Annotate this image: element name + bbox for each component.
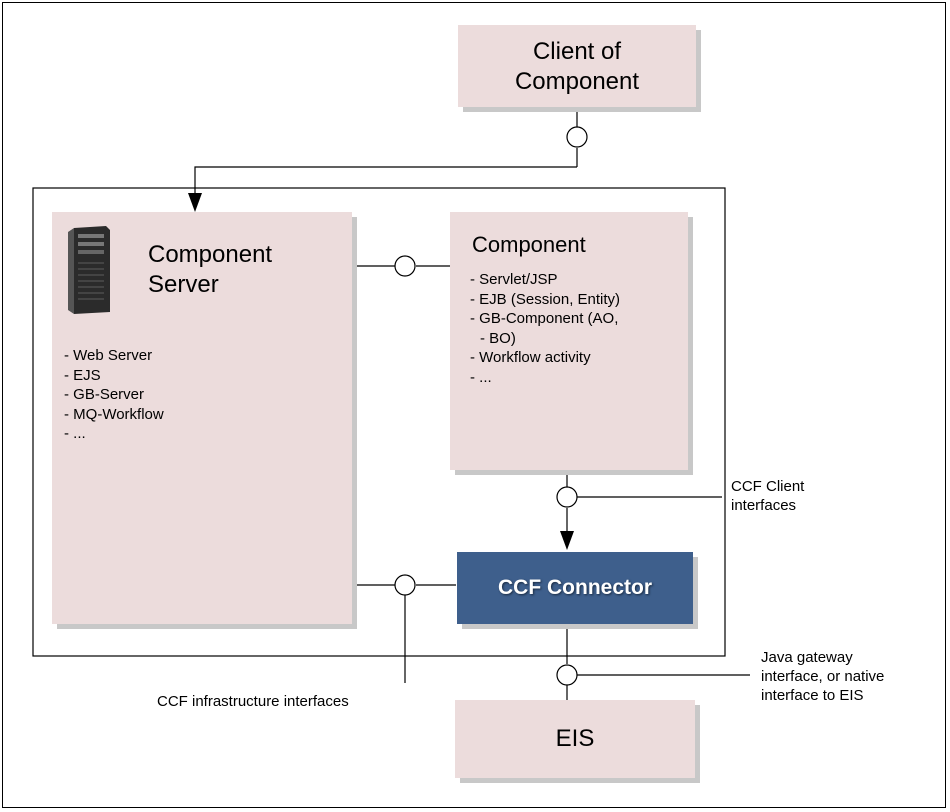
note-line: Java gateway <box>761 649 853 666</box>
list-item: GB-Server <box>64 385 164 405</box>
server-container <box>32 187 726 657</box>
client-line1: Client of <box>532 38 622 65</box>
arrow-to-server <box>188 193 202 212</box>
ccf-connector-box: CCF Connector <box>457 552 693 624</box>
client-line2: Component <box>514 68 640 95</box>
component-server-box: Component Server Web Server EJS GB-Serve… <box>52 212 352 624</box>
list-item: EJS <box>64 366 164 386</box>
eis-label: EIS <box>555 725 595 752</box>
note-line: CCF Client <box>731 478 805 495</box>
list-item: ... <box>470 368 620 388</box>
component-type-list: Servlet/JSP EJB (Session, Entity) GB-Com… <box>470 270 620 387</box>
client-interface-lollipop <box>566 126 588 148</box>
infrastructure-lollipop <box>394 574 416 596</box>
server-feature-list: Web Server EJS GB-Server MQ-Workflow ... <box>64 346 164 444</box>
eis-box: EIS <box>455 700 695 778</box>
ccf-infrastructure-interfaces-note: CCF infrastructure interfaces <box>157 693 349 710</box>
gateway-interface-note: Java gateway interface, or native interf… <box>761 648 884 705</box>
ccf-client-lollipop <box>556 486 578 508</box>
list-item: MQ-Workflow <box>64 405 164 425</box>
list-item: GB-Component (AO, <box>470 309 620 329</box>
server-tower-icon <box>68 226 110 314</box>
server-title-line2: Server <box>148 271 219 298</box>
list-item: Workflow activity <box>470 348 620 368</box>
arrow-to-connector <box>560 531 574 550</box>
list-item: BO) <box>470 329 620 349</box>
component-box: Component Servlet/JSP EJB (Session, Enti… <box>450 212 688 470</box>
note-line: interface, or native <box>761 668 885 685</box>
list-item: EJB (Session, Entity) <box>470 290 620 310</box>
server-title-line1: Component <box>148 241 273 268</box>
list-item: Web Server <box>64 346 164 366</box>
ccf-client-interfaces-note: CCF Client interfaces <box>731 477 804 515</box>
server-component-lollipop <box>394 255 416 277</box>
list-item: ... <box>64 424 164 444</box>
list-item: Servlet/JSP <box>470 270 620 290</box>
list-item-continuation: BO) <box>489 329 516 347</box>
component-title: Component <box>472 232 586 257</box>
ccf-connector-label: CCF Connector <box>498 576 652 599</box>
note-line: interface to EIS <box>761 687 864 704</box>
client-box: Client of Component <box>458 25 696 107</box>
gateway-lollipop <box>556 664 578 686</box>
note-line: interfaces <box>731 497 797 514</box>
